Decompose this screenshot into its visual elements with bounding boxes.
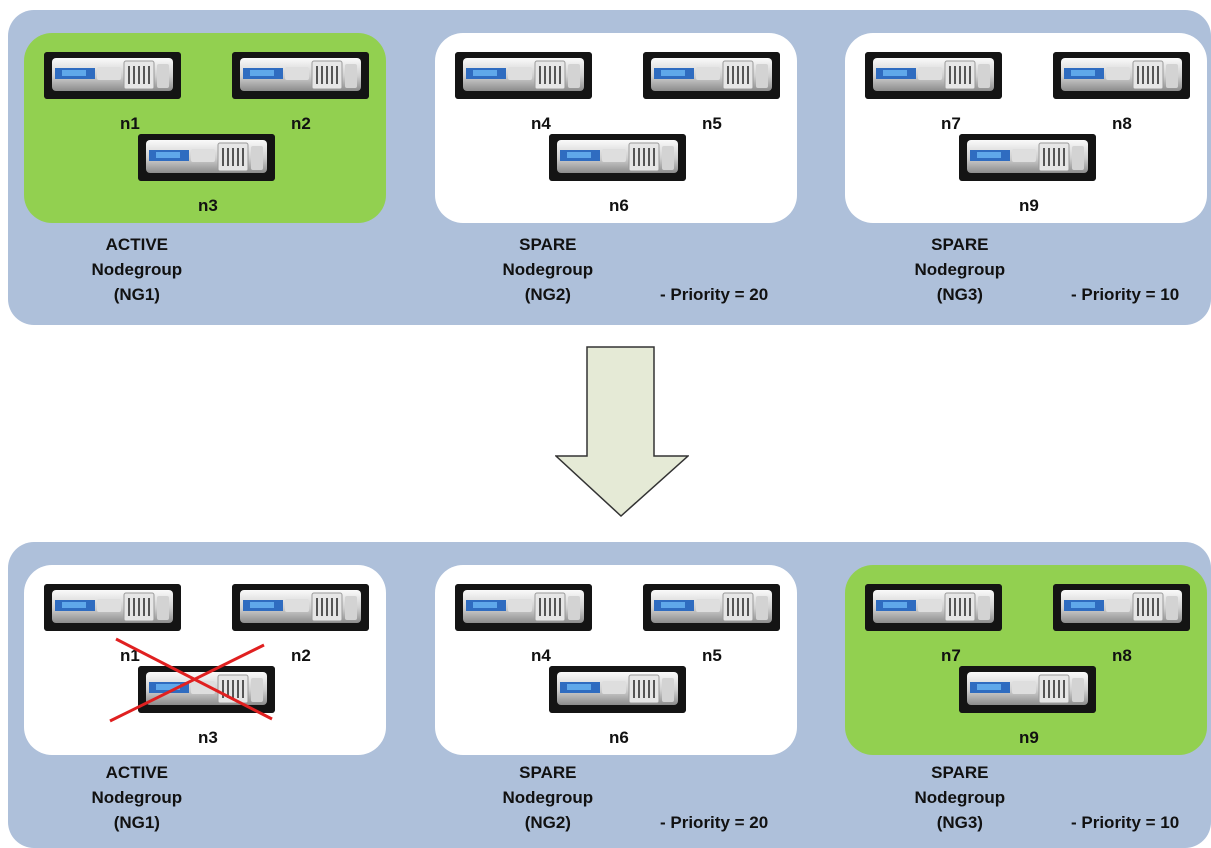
nodegroup-ng2: n4 n5 n6 [435, 33, 797, 223]
node-label: n2 [291, 646, 311, 665]
nodegroup-caption: SPARE Nodegroup (NG3) [915, 760, 1006, 835]
type-label: Nodegroup [91, 788, 183, 807]
node-label: n6 [609, 196, 629, 215]
type-label: Nodegroup [914, 260, 1006, 279]
appliance-server-icon [455, 584, 592, 631]
appliance-server-icon [549, 134, 686, 181]
status-label: ACTIVE [105, 763, 168, 782]
node-label: n4 [531, 646, 551, 665]
status-label: SPARE [519, 235, 577, 254]
priority-label: - Priority = 20 [660, 285, 769, 304]
nodegroup-ng3: n7 n8 n9 [845, 33, 1207, 223]
appliance-server-icon [643, 52, 780, 99]
appliance-server-icon [44, 584, 181, 631]
status-label: SPARE [519, 763, 577, 782]
appliance-server-icon [1053, 584, 1190, 631]
nodegroup-ng3: n7 n8 n9 [845, 565, 1207, 755]
nodegroup-ng1: n1 n2 n3 [24, 33, 386, 223]
node-label: n1 [120, 114, 140, 133]
appliance-server-icon [865, 52, 1002, 99]
arrow-shape [555, 346, 689, 518]
status-label: SPARE [931, 235, 989, 254]
nodegroup-caption: SPARE Nodegroup (NG2) [503, 232, 594, 307]
type-label: Nodegroup [91, 260, 183, 279]
appliance-server-icon [44, 52, 181, 99]
nodegroup-ng2: n4 n5 n6 [435, 565, 797, 755]
nodegroup-caption: SPARE Nodegroup (NG2) [503, 760, 594, 835]
node-label: n1 [120, 646, 140, 665]
priority-label: - Priority = 10 [1071, 813, 1180, 832]
nodegroup-id-label: (NG3) [936, 813, 983, 832]
appliance-server-icon [455, 52, 592, 99]
nodegroup-id-label: (NG2) [524, 813, 571, 832]
appliance-server-icon [1053, 52, 1190, 99]
nodegroup-id-label: (NG1) [113, 813, 160, 832]
node-label: n8 [1112, 114, 1132, 133]
down-arrow-icon [555, 346, 689, 518]
appliance-server-icon [232, 584, 369, 631]
nodegroup-id-label: (NG3) [936, 285, 983, 304]
node-label: n9 [1019, 196, 1039, 215]
node-label: n5 [702, 646, 722, 665]
appliance-server-icon [959, 134, 1096, 181]
node-label: n6 [609, 728, 629, 747]
appliance-server-icon [549, 666, 686, 713]
priority-label: - Priority = 20 [660, 813, 769, 832]
nodegroup-id-label: (NG2) [524, 285, 571, 304]
node-label: n3 [198, 196, 218, 215]
appliance-server-icon [865, 584, 1002, 631]
nodegroup-caption: SPARE Nodegroup (NG3) [915, 232, 1006, 307]
nodegroup-id-label: (NG1) [113, 285, 160, 304]
node-label: n2 [291, 114, 311, 133]
nodegroup-caption: ACTIVE Nodegroup (NG1) [92, 232, 183, 307]
node-label: n7 [941, 646, 961, 665]
priority-label: - Priority = 10 [1071, 285, 1180, 304]
nodegroup-ng1: n1 n2 n3 [24, 565, 386, 755]
type-label: Nodegroup [502, 788, 594, 807]
node-label: n8 [1112, 646, 1132, 665]
type-label: Nodegroup [502, 260, 594, 279]
type-label: Nodegroup [914, 788, 1006, 807]
nodegroup-caption: ACTIVE Nodegroup (NG1) [92, 760, 183, 835]
node-label: n3 [198, 728, 218, 747]
red-x-mark-icon [109, 637, 273, 723]
appliance-server-icon [959, 666, 1096, 713]
appliance-server-icon [138, 134, 275, 181]
node-label: n5 [702, 114, 722, 133]
node-label: n9 [1019, 728, 1039, 747]
status-label: ACTIVE [105, 235, 168, 254]
appliance-server-icon [232, 52, 369, 99]
node-label: n4 [531, 114, 551, 133]
status-label: SPARE [931, 763, 989, 782]
appliance-server-icon [643, 584, 780, 631]
node-label: n7 [941, 114, 961, 133]
